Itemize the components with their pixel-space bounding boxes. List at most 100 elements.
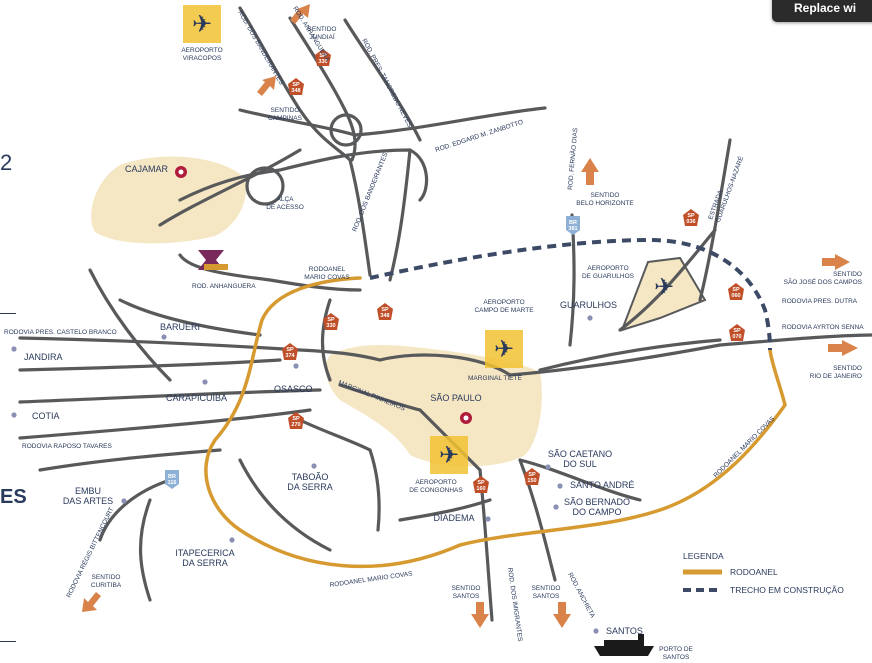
arrow-right-icon: [828, 340, 858, 356]
city-label: CAJAMAR: [125, 164, 169, 174]
arrow-down-icon: [553, 602, 571, 628]
rodoanel-route: [204, 276, 787, 569]
legend-construction-label: TRECHO EM CONSTRUÇÃO: [730, 585, 844, 595]
badge-top: SP: [327, 317, 335, 323]
city-label: SANTO ANDRÉ: [570, 480, 634, 490]
city-pins: [175, 166, 472, 424]
badge-top: SP: [732, 287, 740, 293]
road-label: RODOANEL MARIO COVAS: [329, 570, 413, 589]
road-label: ROD. ANHANGUERA: [192, 283, 256, 290]
road-label: RODOVIA RAPOSO TAVARES: [22, 443, 112, 450]
badge-number: 036: [686, 219, 695, 225]
badge-number: 150: [527, 478, 536, 484]
left-fragment-heading: ES: [0, 486, 27, 508]
road-label: ROD. DOS IMIGRANTES: [506, 567, 523, 642]
badge-number: 374: [285, 353, 295, 359]
road-label: RODOVIA PRES. DUTRA: [782, 298, 858, 305]
legend: LEGENDA RODOANEL TRECHO EM CONSTRUÇÃO: [683, 551, 844, 595]
city-label: DIADEMA: [433, 513, 474, 523]
road-network: [18, 6, 872, 622]
badge-number: 330: [326, 323, 335, 329]
airplane-icon: ✈: [494, 336, 514, 363]
road-label: RODOVIA AYRTON SENNA: [782, 324, 864, 331]
divider: [0, 641, 16, 642]
badge-top: SP: [477, 480, 485, 486]
arrow-down-icon: [471, 602, 489, 628]
divider: [0, 313, 16, 314]
arrow-up-left-icon: [290, 4, 310, 24]
city-label: SANTOS: [606, 626, 643, 636]
badge-top: SP: [292, 416, 300, 422]
replace-button[interactable]: Replace wi: [772, 0, 872, 22]
airplane-icon: ✈: [654, 274, 674, 301]
badge-number: 070: [732, 334, 741, 340]
urban-area-cajamar: [91, 156, 247, 244]
city-label: GUARULHOS: [560, 300, 617, 310]
badge-top: SP: [687, 213, 695, 219]
rodoanel-logo-icon: [198, 250, 228, 270]
badge-number: 060: [731, 293, 740, 299]
city-label: COTIA: [32, 411, 60, 421]
city-label: BARUERI: [160, 322, 200, 332]
badge-number: 348: [291, 88, 300, 94]
construction-route: [369, 237, 772, 351]
badge-number: 160: [476, 486, 485, 492]
badge-number: 381: [568, 226, 577, 232]
road-label: ROD. ANCHIETA: [566, 572, 596, 620]
badge-top: BR: [168, 474, 176, 480]
road-label: ROD. DOS BANDEIRANTES: [236, 10, 285, 87]
highway-badges: SP330SP348SP330SP348SP374SP270SP160SP150…: [165, 49, 745, 493]
road-label: ROD. PRES. TANCREDO NEVES: [360, 38, 413, 129]
badge-number: 348: [380, 313, 389, 319]
badge-top: SP: [381, 307, 389, 313]
city-label: OSASCO: [274, 384, 313, 394]
legend-rodoanel-label: RODOANEL: [730, 567, 778, 577]
arrow-up-icon: [581, 158, 599, 185]
badge-number: 330: [318, 59, 327, 65]
airplane-icon: ✈: [192, 11, 212, 38]
badge-top: SP: [292, 82, 300, 88]
badge-top: SP: [319, 53, 327, 59]
city-label: SÃO PAULO: [430, 393, 481, 403]
badge-top: SP: [286, 347, 294, 353]
arrow-up-left-icon: [257, 76, 276, 96]
road-label: MARGINAL TIETÊ: [468, 373, 522, 382]
road-label: RODOANEL MARIO COVAS: [712, 415, 776, 479]
city-label: JANDIRA: [24, 352, 63, 362]
city-label: CARAPICUÍBA: [166, 393, 227, 403]
badge-number: 270: [291, 422, 300, 428]
ship-icon: [594, 634, 654, 656]
left-fragment-number: 2: [0, 150, 13, 175]
badge-number: 116: [168, 480, 177, 486]
arrow-right-icon: [822, 254, 850, 270]
badge-top: SP: [733, 328, 741, 334]
